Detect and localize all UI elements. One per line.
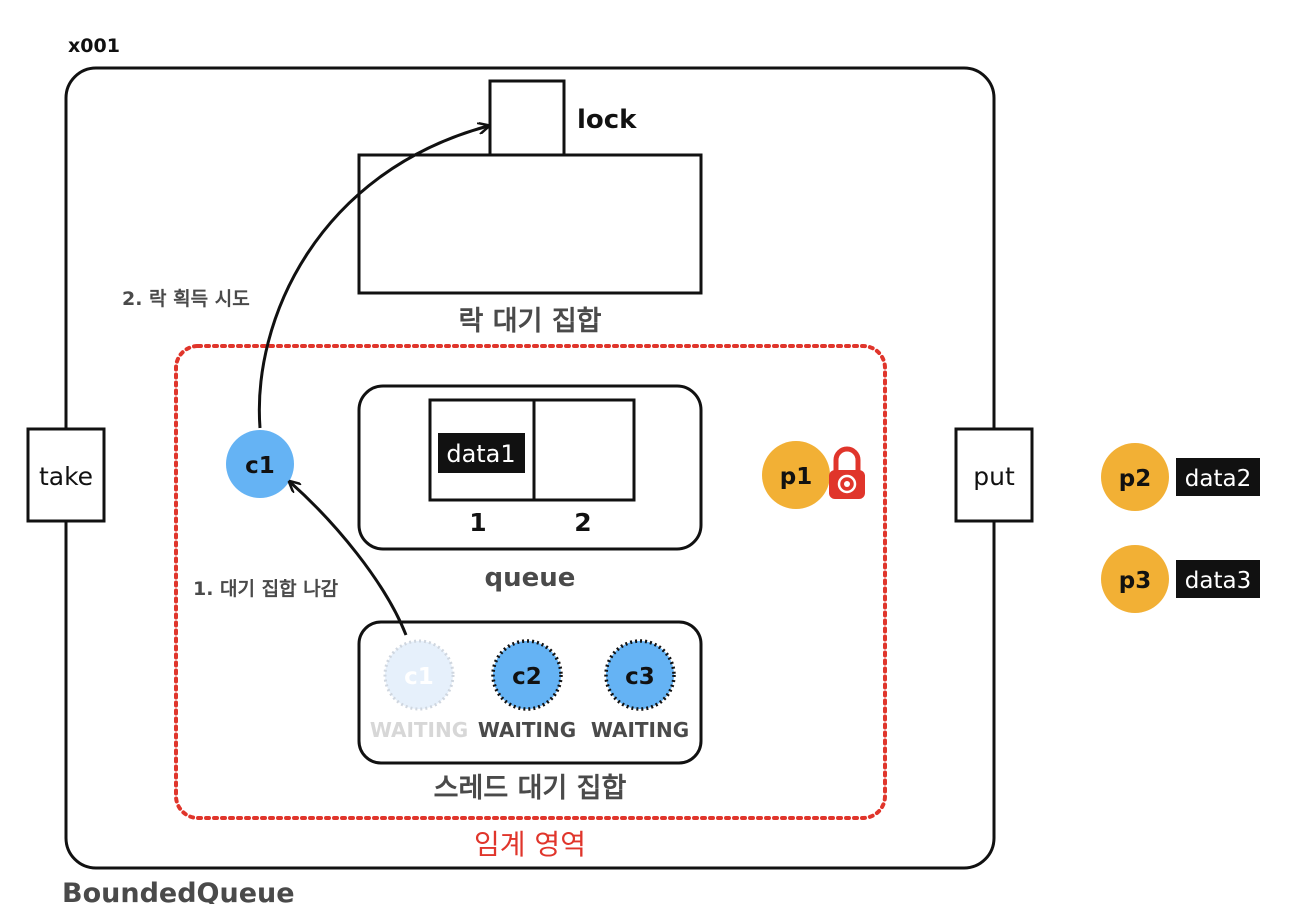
active-consumer-c1 [226,430,294,498]
producer-data-badge [1176,560,1260,598]
lock-wait-set-box [357,153,703,295]
put-label: put [973,462,1015,491]
waiting-thread-c1-faded [383,639,455,711]
queue-label: queue [485,563,576,593]
producer-data: data2 [1185,466,1251,492]
waiting-thread-name: c1 [404,664,434,690]
queue-box [357,384,703,551]
lock-wait-set-label: 락 대기 집합 [459,306,602,337]
acquire-lock-arrow [257,126,488,429]
queue-slot [532,398,636,502]
producer-name: p2 [1119,466,1151,492]
active-consumer-name: c1 [245,453,275,479]
thread-wait-set-label: 스레드 대기 집합 [434,773,627,804]
thread-wait-set-box [357,620,703,765]
waiting-thread-name: c2 [512,664,542,690]
lock-label: lock [577,105,637,135]
waiting-thread-state: WAITING [370,718,468,742]
take-label: take [39,462,93,491]
producer-name: p3 [1119,568,1151,594]
critical-section-label: 임계 영역 [474,828,586,861]
queue-slot-index: 1 [469,508,486,537]
object-id-label: x001 [68,35,120,57]
exit-wait-set-arrow [290,482,408,636]
queue-slot-index: 2 [574,508,591,537]
class-name-label: BoundedQueue [62,878,295,904]
producer-data: data3 [1185,568,1251,594]
queue-data-badge [438,433,525,473]
queue-slot-data: data1 [446,440,515,468]
producer-data-badge [1176,458,1260,496]
producer-name: p1 [780,464,812,490]
step2-label: 2. 락 획득 시도 [122,288,250,310]
producer-p3 [1101,545,1169,613]
take-method-box [26,427,106,523]
put-method-box [954,427,1034,523]
waiting-thread-state: WAITING [591,718,689,742]
waiting-thread-c3 [604,639,676,711]
waiting-thread-name: c3 [625,664,655,690]
critical-section-border [174,344,887,820]
step1-label: 1. 대기 집합 나감 [193,578,339,600]
waiting-thread-c2 [491,639,563,711]
lock-box [488,79,566,157]
padlock-icon [829,446,865,499]
waiting-thread-state: WAITING [478,718,576,742]
producer-p1 [762,441,830,509]
producer-p2 [1101,443,1169,511]
